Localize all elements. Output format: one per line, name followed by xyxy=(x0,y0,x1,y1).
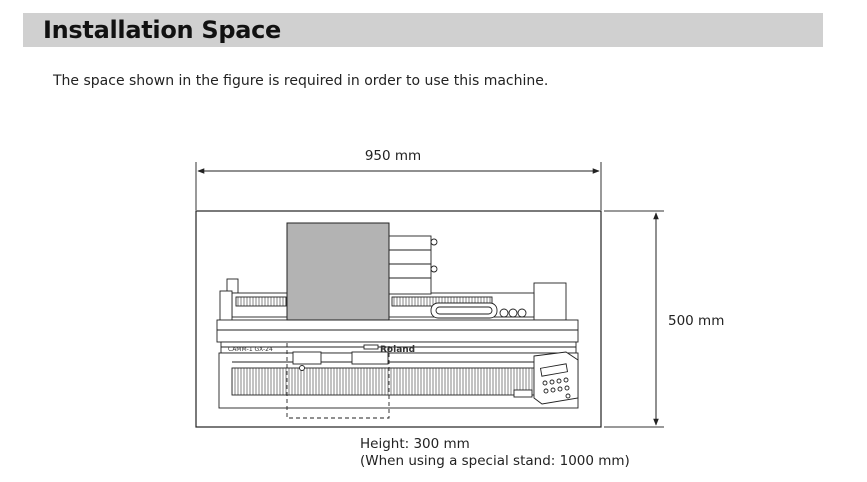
depth-label: 500 mm xyxy=(668,313,724,329)
height-caption: Height: 300 mm (When using a special sta… xyxy=(360,436,630,470)
brand-label: Roland xyxy=(380,345,415,355)
installation-area-outline xyxy=(195,210,602,428)
intro-text: The space shown in the figure is require… xyxy=(53,73,549,89)
page-title: Installation Space xyxy=(43,16,282,44)
height-line-2: (When using a special stand: 1000 mm) xyxy=(360,453,630,469)
title-bar: Installation Space xyxy=(23,13,823,47)
svg-text:CAMM-1 GX-24: CAMM-1 GX-24 xyxy=(228,346,273,353)
width-dimension: 950 mm xyxy=(195,148,602,210)
height-line-1: Height: 300 mm xyxy=(360,436,470,452)
machine-drawing: CAMM-1 GX-24 Roland xyxy=(216,222,579,419)
depth-dimension: 500 mm xyxy=(604,210,724,428)
width-label: 950 mm xyxy=(365,148,421,164)
